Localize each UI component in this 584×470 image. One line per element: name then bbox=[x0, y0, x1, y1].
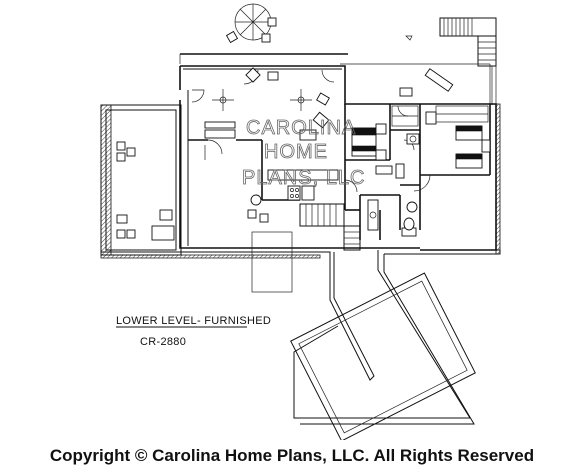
floor-plan-drawing: CAROLINA HOME PLANS, LLC LOWER LEVEL- FU… bbox=[100, 3, 501, 440]
bedroom-1 bbox=[351, 123, 387, 161]
bathrooms bbox=[367, 133, 420, 237]
foundation-wall bbox=[100, 103, 501, 440]
small-chair bbox=[405, 35, 413, 41]
kitchenette bbox=[247, 169, 339, 223]
closets bbox=[391, 105, 489, 127]
patio-table-set bbox=[225, 3, 277, 44]
door-swings bbox=[191, 69, 431, 193]
watermark-line-2: HOME bbox=[264, 141, 328, 163]
watermark: CAROLINA HOME PLANS, LLC bbox=[242, 117, 365, 190]
lower-patio bbox=[251, 231, 293, 293]
plan-title: LOWER LEVEL- FURNISHED bbox=[116, 315, 271, 327]
watermark-line-1: CAROLINA bbox=[246, 117, 356, 139]
exterior-walls bbox=[179, 65, 497, 251]
plan-number: CR-2880 bbox=[140, 336, 186, 348]
bedroom-2 bbox=[425, 111, 491, 169]
screened-porch-left bbox=[100, 104, 182, 256]
copyright-notice: Copyright © Carolina Home Plans, LLC. Al… bbox=[49, 446, 535, 465]
watermark-line-3: PLANS, LLC bbox=[242, 167, 365, 189]
interior-stair bbox=[299, 203, 361, 251]
exterior-stair-top-right bbox=[439, 17, 497, 105]
rear-porch bbox=[179, 53, 491, 105]
recreation-room-furniture bbox=[204, 67, 330, 141]
